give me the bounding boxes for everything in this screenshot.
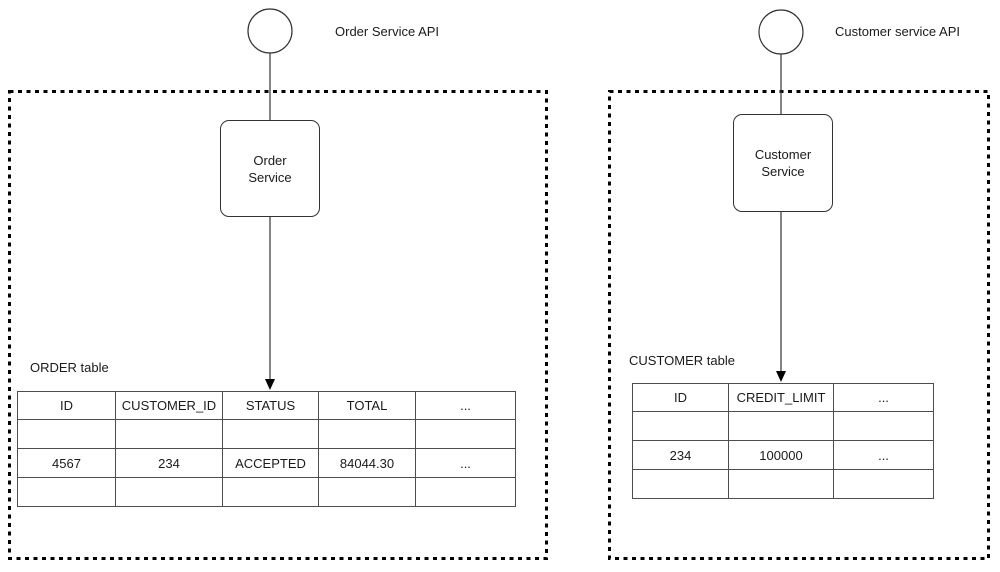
arrowhead-down-icon <box>776 371 786 382</box>
table-cell <box>728 411 834 441</box>
order-service-node: Order Service <box>220 120 320 217</box>
customer-api-endpoint-icon <box>758 9 804 55</box>
table-row <box>632 469 934 499</box>
table-row <box>17 477 516 507</box>
order-api-endpoint-icon <box>247 8 293 54</box>
table-cell: 234 <box>632 440 729 470</box>
column-header: CREDIT_LIMIT <box>728 383 834 412</box>
customer-service-node-label: Customer Service <box>754 147 812 179</box>
table-cell <box>415 419 516 449</box>
table-cell <box>632 469 729 499</box>
table-cell <box>222 419 319 449</box>
table-cell <box>833 411 934 441</box>
table-cell <box>17 477 116 507</box>
order-table-label: ORDER table <box>30 360 109 375</box>
column-header: ... <box>415 391 516 420</box>
table-cell <box>632 411 729 441</box>
table-cell: 100000 <box>728 440 834 470</box>
column-header: STATUS <box>222 391 319 420</box>
table-cell: ACCEPTED <box>222 448 319 478</box>
table-cell <box>415 477 516 507</box>
order-table-header-row: ID CUSTOMER_ID STATUS TOTAL ... <box>17 391 516 420</box>
table-cell: 234 <box>115 448 223 478</box>
column-header: ID <box>632 383 729 412</box>
table-cell <box>115 477 223 507</box>
customer-service-boundary <box>608 90 990 560</box>
table-cell <box>222 477 319 507</box>
order-api-label: Order Service API <box>335 24 440 39</box>
column-header: CUSTOMER_ID <box>115 391 223 420</box>
table-cell <box>318 419 416 449</box>
table-row <box>632 411 934 441</box>
table-cell <box>318 477 416 507</box>
table-cell <box>17 419 116 449</box>
customer-table-label: CUSTOMER table <box>629 353 735 368</box>
column-header: ID <box>17 391 116 420</box>
table-row: 234 100000 ... <box>632 440 934 470</box>
table-cell: ... <box>833 440 934 470</box>
table-cell <box>115 419 223 449</box>
order-service-node-label: Order Service <box>248 152 292 185</box>
column-header: ... <box>833 383 934 412</box>
customer-service-node: Customer Service <box>733 114 833 212</box>
arrowhead-down-icon <box>265 379 275 390</box>
customer-api-label: Customer service API <box>835 24 960 39</box>
customer-table: ID CREDIT_LIMIT ... 234 100000 ... <box>632 383 934 499</box>
table-cell: 84044.30 <box>318 448 416 478</box>
table-cell <box>833 469 934 499</box>
table-cell: ... <box>415 448 516 478</box>
table-row: 4567 234 ACCEPTED 84044.30 ... <box>17 448 516 478</box>
column-header: TOTAL <box>318 391 416 420</box>
order-table: ID CUSTOMER_ID STATUS TOTAL ... 4567 234… <box>17 391 516 507</box>
customer-table-header-row: ID CREDIT_LIMIT ... <box>632 383 934 412</box>
table-row <box>17 419 516 449</box>
table-cell: 4567 <box>17 448 116 478</box>
table-cell <box>728 469 834 499</box>
